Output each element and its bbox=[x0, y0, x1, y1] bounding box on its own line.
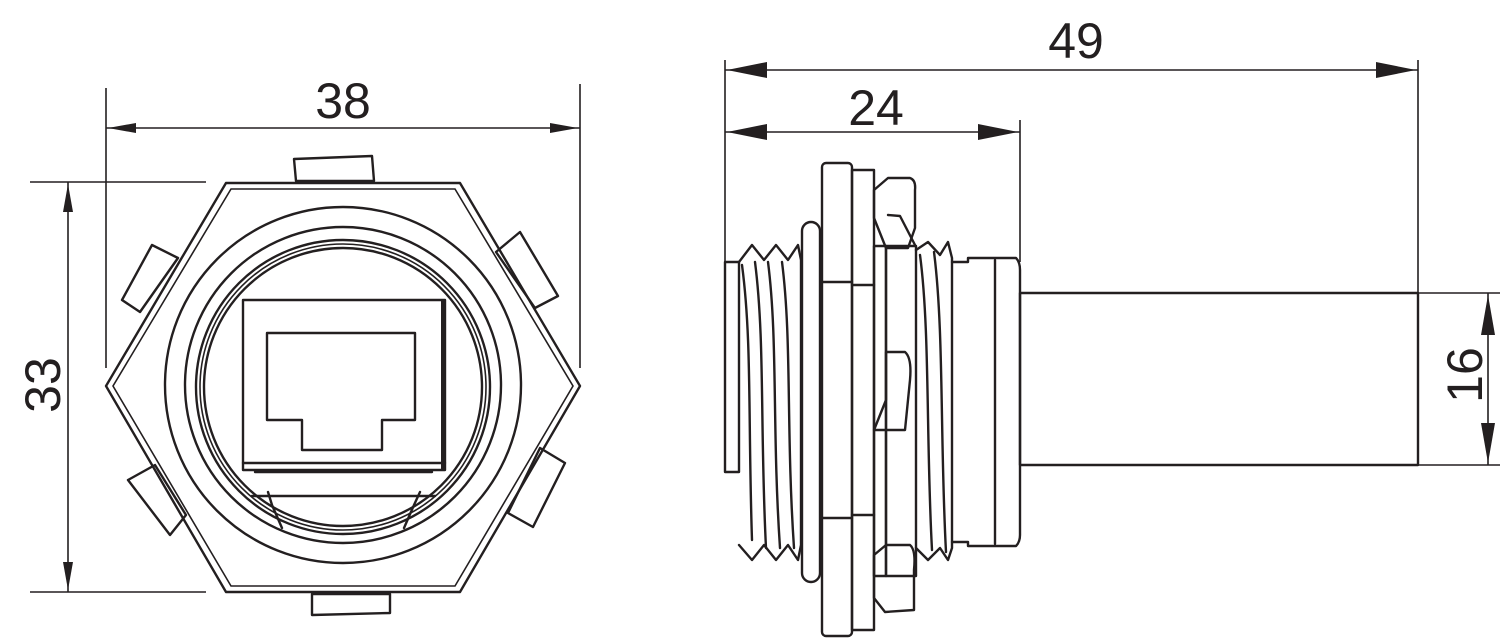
dimension-cable-diameter: 16 bbox=[1418, 292, 1500, 466]
dimension-width-label: 38 bbox=[315, 73, 371, 129]
dimension-height-label: 33 bbox=[15, 357, 71, 413]
front-body bbox=[950, 256, 1022, 548]
dimension-width: 38 bbox=[105, 73, 581, 368]
dimension-height: 33 bbox=[15, 181, 206, 593]
flange bbox=[820, 161, 876, 638]
rear-thread bbox=[723, 220, 822, 584]
dimension-overall-length: 49 bbox=[724, 13, 1419, 293]
dimension-body-length: 24 bbox=[725, 80, 1021, 262]
rj45-port-icon bbox=[265, 331, 417, 452]
locking-tabs bbox=[120, 154, 567, 617]
dimension-cable-diameter-label: 16 bbox=[1437, 347, 1493, 403]
front-thread bbox=[914, 240, 954, 562]
front-view: 38 33 bbox=[15, 73, 582, 617]
dimension-body-length-label: 24 bbox=[848, 80, 904, 136]
rj45-socket bbox=[241, 298, 447, 472]
dimension-overall-length-label: 49 bbox=[1048, 13, 1104, 69]
locking-nut bbox=[872, 176, 918, 614]
cable-sleeve bbox=[1018, 291, 1420, 467]
threaded-ring bbox=[163, 205, 523, 565]
side-view: 49 24 16 bbox=[723, 13, 1500, 638]
hex-nut bbox=[104, 181, 582, 594]
